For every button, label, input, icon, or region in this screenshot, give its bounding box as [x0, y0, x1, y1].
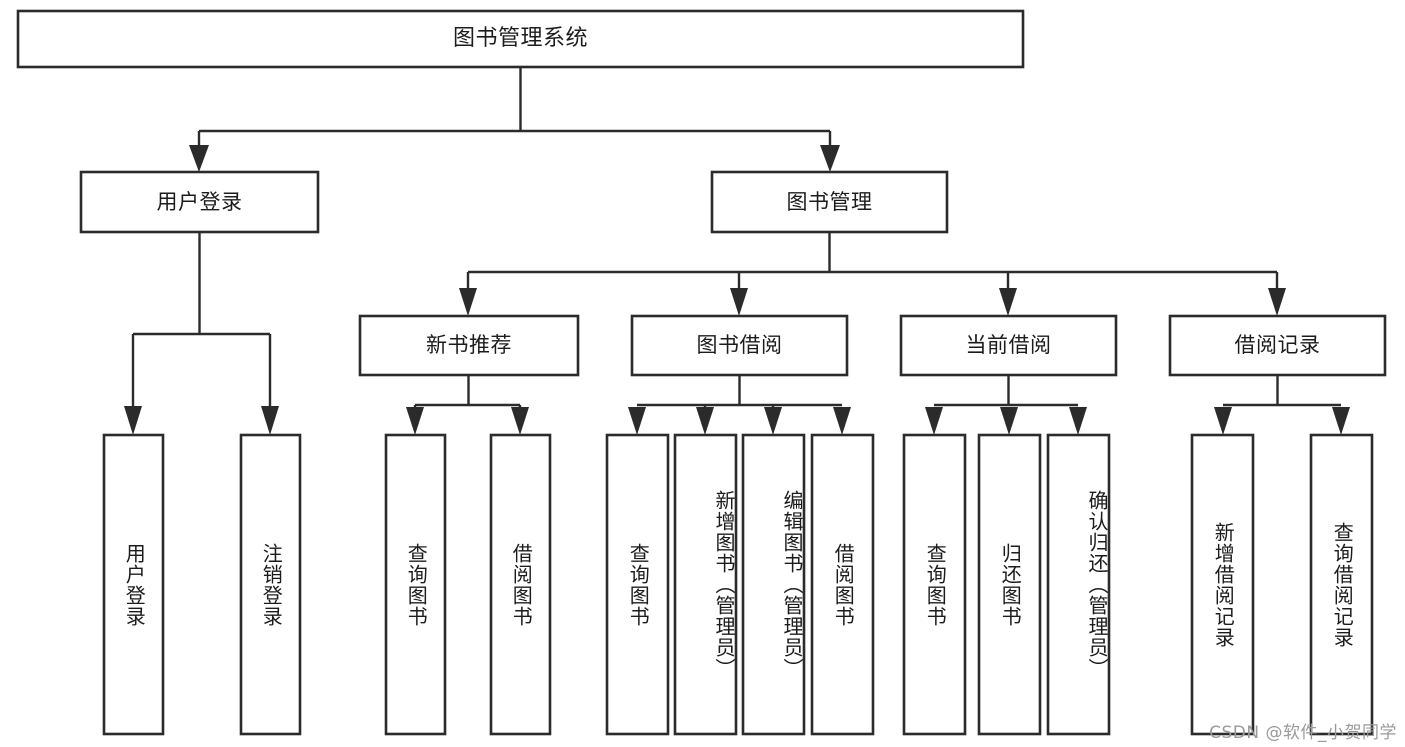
leaf-box-user-login-logout[interactable]	[239, 433, 302, 736]
leaf-box-user-login-login[interactable]	[102, 433, 165, 736]
leaf-box-new-book-query[interactable]	[384, 433, 447, 736]
arrow-head-user-login	[189, 145, 209, 172]
watermark-text: CSDN @软件_小贺同学	[1209, 723, 1397, 743]
arrow-head-borrow-record-leaf-2	[1332, 407, 1350, 435]
leaf-box-borrow-record-add[interactable]	[1190, 433, 1255, 736]
node-box-root[interactable]	[16, 9, 1025, 69]
arrow-head-new-book-recommend	[459, 288, 477, 316]
arrow-head-book-borrow-leaf-3	[764, 407, 782, 435]
arrow-head-current-borrow-leaf-3	[1069, 407, 1087, 435]
arrow-head-user-login-leaf-1	[124, 406, 142, 435]
arrow-head-book-manage	[820, 145, 840, 172]
arrow-head-current-borrow-leaf-2	[1000, 407, 1018, 435]
arrow-head-book-borrow-leaf-2	[696, 407, 714, 435]
arrow-head-book-borrow-leaf-4	[833, 407, 851, 435]
leaf-box-book-borrow-lend[interactable]	[810, 433, 875, 736]
node-box-new-book-recommend[interactable]	[358, 314, 580, 377]
node-box-current-borrow[interactable]	[899, 314, 1118, 377]
leaf-box-book-borrow-query[interactable]	[605, 433, 670, 736]
node-box-book-manage[interactable]	[710, 170, 949, 234]
arrow-head-borrow-record	[1268, 288, 1286, 316]
arrow-head-book-borrow-leaf-1	[628, 407, 646, 435]
leaf-box-book-borrow-edit[interactable]	[741, 433, 806, 736]
leaf-box-current-borrow-confirm[interactable]	[1046, 433, 1111, 736]
leaf-box-current-borrow-query[interactable]	[902, 433, 967, 736]
arrow-head-new-book-leaf-2	[511, 407, 529, 435]
arrow-head-borrow-record-leaf-1	[1214, 407, 1232, 435]
leaf-box-borrow-record-query[interactable]	[1309, 433, 1374, 736]
node-box-user-login[interactable]	[79, 170, 320, 234]
arrow-head-current-borrow-leaf-1	[925, 407, 943, 435]
arrow-head-book-borrow	[730, 288, 748, 316]
arrow-head-current-borrow	[999, 288, 1017, 316]
node-box-book-borrow[interactable]	[630, 314, 849, 377]
arrow-head-user-login-leaf-2	[261, 406, 279, 435]
leaf-box-new-book-borrow[interactable]	[489, 433, 552, 736]
leaf-box-current-borrow-return[interactable]	[977, 433, 1042, 736]
node-box-borrow-record[interactable]	[1168, 314, 1387, 377]
leaf-box-book-borrow-add[interactable]	[673, 433, 738, 736]
arrow-head-new-book-leaf-1	[406, 407, 424, 435]
